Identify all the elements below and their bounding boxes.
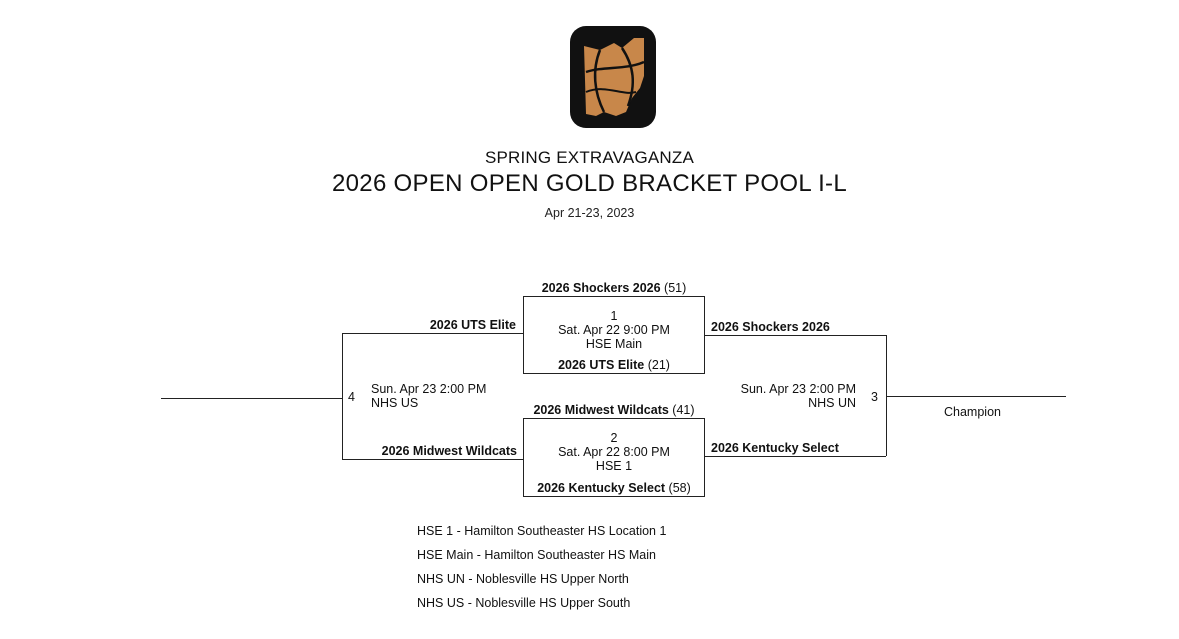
event-name: SPRING EXTRAVAGANZA xyxy=(484,148,695,167)
game-1-left-line xyxy=(523,296,524,373)
game-4-top-line xyxy=(342,333,523,334)
team-name: 2026 UTS Elite xyxy=(558,358,645,372)
game-1-top-line xyxy=(523,296,705,297)
game-4-top-team: 2026 UTS Elite xyxy=(429,318,516,332)
game-3-number: 3 xyxy=(871,390,878,404)
game-3-top-line xyxy=(705,335,886,336)
game-location: HSE Main xyxy=(585,337,643,351)
game-1-right-line xyxy=(704,296,705,373)
game-4-vertical-line xyxy=(342,333,343,459)
page-title: 2026 OPEN OPEN GOLD BRACKET POOL I-L xyxy=(332,170,847,197)
location-legend-item: NHS UN - Noblesville HS Upper North xyxy=(417,572,629,586)
game-3-vertical-line xyxy=(886,335,887,456)
game-time: Sun. Apr 23 2:00 PM xyxy=(371,382,487,396)
game-location: NHS UN xyxy=(808,396,856,410)
game-number: 1 xyxy=(610,309,618,323)
team-name: 2026 Kentucky Select xyxy=(537,481,666,495)
game-time: Sat. Apr 22 9:00 PM xyxy=(558,323,670,337)
game-4-bottom-team: 2026 Midwest Wildcats xyxy=(381,444,517,458)
game-1-bottom-team: 2026 UTS Elite (21) xyxy=(523,358,705,372)
game-location: NHS US xyxy=(371,396,419,410)
team-name: 2026 Shockers 2026 xyxy=(541,281,661,295)
event-dates: Apr 21-23, 2023 xyxy=(544,206,635,220)
game-1-bottom-line xyxy=(523,373,705,374)
location-legend-item: NHS US - Noblesville HS Upper South xyxy=(417,596,631,610)
game-2-bottom-team: 2026 Kentucky Select (58) xyxy=(523,481,705,495)
game-2-top-line xyxy=(523,418,705,419)
location-legend-item: HSE Main - Hamilton Southeaster HS Main xyxy=(417,548,656,562)
game-time: Sat. Apr 22 8:00 PM xyxy=(558,445,670,459)
game-3-bottom-line xyxy=(705,456,886,457)
game-2-left-line xyxy=(523,418,524,496)
game-4-output-line xyxy=(161,398,342,399)
champion-line xyxy=(886,396,1066,397)
champion-label: Champion xyxy=(944,405,1001,419)
team-score: (41) xyxy=(672,403,695,417)
game-2-right-line xyxy=(704,418,705,496)
game-3-top-team: 2026 Shockers 2026 xyxy=(711,320,830,334)
game-3-info: Sun. Apr 23 2:00 PM NHS UN xyxy=(700,382,856,410)
team-score: (58) xyxy=(668,481,691,495)
game-2-top-team: 2026 Midwest Wildcats (41) xyxy=(523,403,705,417)
game-1-top-team: 2026 Shockers 2026 (51) xyxy=(523,281,705,295)
team-name: 2026 Midwest Wildcats xyxy=(533,403,669,417)
ohio-basketball-logo xyxy=(570,26,656,128)
game-number: 2 xyxy=(610,431,618,445)
game-location: HSE 1 xyxy=(595,459,633,473)
team-score: (51) xyxy=(664,281,687,295)
game-2-bottom-line xyxy=(523,496,705,497)
location-legend-item: HSE 1 - Hamilton Southeaster HS Location… xyxy=(417,524,667,538)
ohio-basketball-icon xyxy=(584,38,645,116)
game-2-info: 2 Sat. Apr 22 8:00 PM HSE 1 xyxy=(523,431,705,473)
game-4-bottom-line xyxy=(342,459,523,460)
game-3-bottom-team: 2026 Kentucky Select xyxy=(711,441,839,455)
game-1-info: 1 Sat. Apr 22 9:00 PM HSE Main xyxy=(523,309,705,351)
game-time: Sun. Apr 23 2:00 PM xyxy=(740,382,856,396)
team-score: (21) xyxy=(647,358,670,372)
game-4-number: 4 xyxy=(348,390,355,404)
game-4-info: Sun. Apr 23 2:00 PM NHS US xyxy=(371,382,486,410)
